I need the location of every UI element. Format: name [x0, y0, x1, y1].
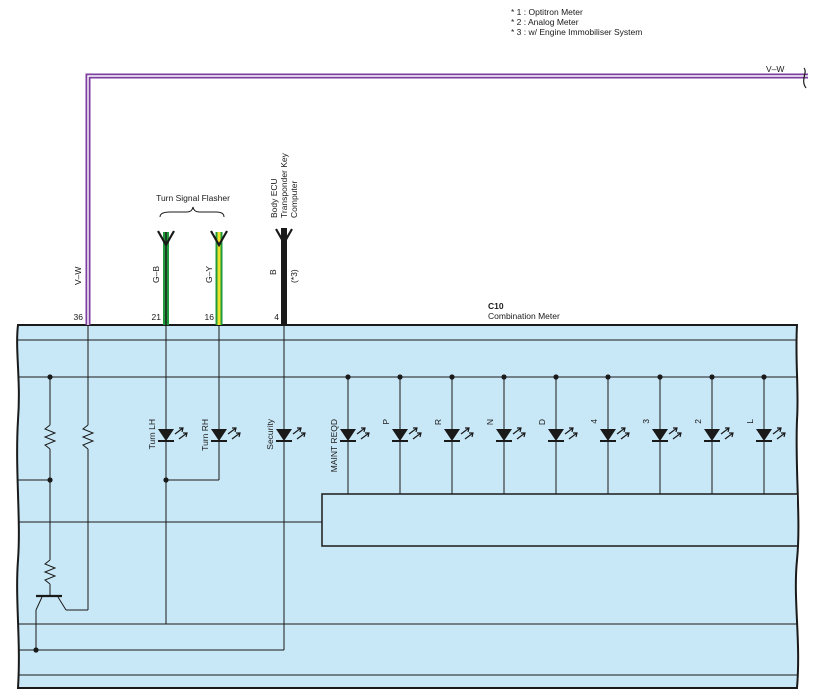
indicator-label: 3: [641, 419, 651, 424]
indicator-label: 4: [589, 419, 599, 424]
indicator-label: MAINT REQD: [329, 419, 339, 472]
note-2: * 2 : Analog Meter: [511, 17, 579, 27]
indicator-label: Turn LH: [147, 419, 157, 449]
indicator-control-block: [321, 493, 797, 547]
led-symbol: [756, 427, 786, 442]
b-connector-chevron: [275, 228, 293, 246]
turn-signal-flasher-brace: [159, 206, 225, 218]
meter-name: Combination Meter: [488, 311, 560, 321]
pin-4: 4: [274, 312, 279, 322]
note-3: * 3 : w/ Engine Immobiliser System: [511, 27, 643, 37]
pin-36: 36: [74, 312, 84, 322]
led-symbol: [704, 427, 734, 442]
gb-connector-chevron: [157, 230, 175, 248]
wire-label-b-note: (*3): [289, 269, 299, 283]
wire-label-top-vw: V–W: [766, 64, 784, 74]
indicator-label: R: [433, 419, 443, 425]
wire-label-gb: G–B: [151, 266, 161, 283]
gb-wire: [157, 230, 175, 325]
led-symbol: [652, 427, 682, 442]
indicator-label: 2: [693, 419, 703, 424]
legend-notes: * 1 : Optitron Meter * 2 : Analog Meter …: [511, 7, 642, 37]
note-1: * 1 : Optitron Meter: [511, 7, 583, 17]
led-symbol: [211, 427, 241, 442]
led-symbol: [496, 427, 526, 442]
led-symbol: [276, 427, 306, 442]
led-symbol: [158, 427, 188, 442]
led-symbol: [340, 427, 370, 442]
pin-16: 16: [205, 312, 215, 322]
wire-label-b: B: [268, 269, 278, 275]
b-wire: [275, 228, 293, 325]
pin-21: 21: [152, 312, 162, 322]
led-symbol: [392, 427, 422, 442]
led-symbol: [444, 427, 474, 442]
led-symbol: [548, 427, 578, 442]
indicator-label: L: [745, 419, 755, 424]
body-ecu-label-3: Computer: [289, 181, 299, 218]
turn-signal-flasher-label: Turn Signal Flasher: [156, 193, 230, 203]
indicator-label: P: [381, 419, 391, 425]
wire-label-gy: G–Y: [204, 266, 214, 283]
indicator-label: Security: [265, 418, 275, 449]
led-symbol: [600, 427, 630, 442]
indicator-label: D: [537, 419, 547, 425]
wire-label-left-vw: V–W: [73, 267, 83, 285]
junction-dots: [33, 374, 767, 653]
vw-wire: [85, 67, 808, 325]
wire-break-mark: [803, 67, 807, 89]
gy-wire: [210, 230, 228, 325]
body-ecu-label-2: Transponder Key: [279, 152, 289, 218]
indicator-leds: [158, 427, 786, 442]
internal-circuit: [18, 325, 797, 651]
gy-connector-chevron: [210, 230, 228, 248]
indicator-label: Turn RH: [200, 419, 210, 451]
indicator-labels: Turn LH Turn RH Security MAINT REQD P R N D 4 3 2 L: [147, 418, 755, 472]
body-ecu-label-1: Body ECU: [269, 178, 279, 218]
indicator-label: N: [485, 419, 495, 425]
meter-code: C10: [488, 301, 504, 311]
